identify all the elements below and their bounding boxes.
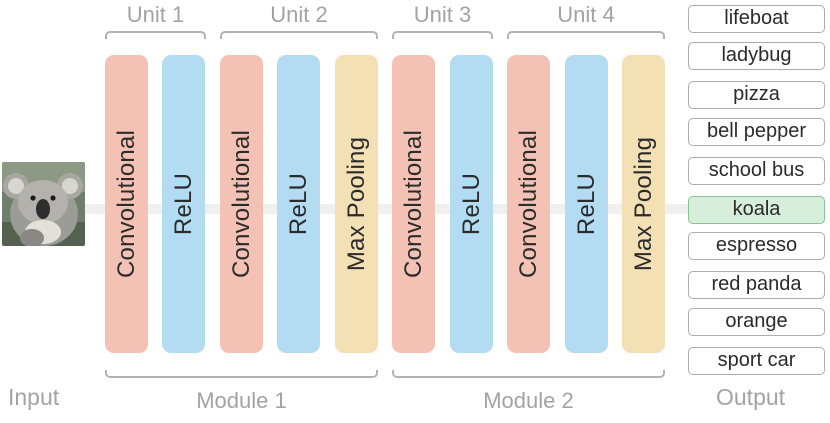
layer-label: ReLU — [457, 172, 485, 236]
koala-input-image — [2, 162, 85, 246]
unit-label: Unit 4 — [557, 2, 615, 27]
unit-label: Unit 1 — [126, 2, 185, 27]
unit-bracket — [392, 31, 493, 39]
output-class: pizza — [688, 81, 825, 109]
input-label: Input — [8, 384, 60, 410]
layer-label: Convolutional — [514, 129, 542, 279]
output-label: Output — [716, 384, 786, 410]
output-class: sport car — [688, 347, 825, 375]
output-class: bell pepper — [688, 118, 825, 146]
module-label: Module 2 — [483, 388, 574, 413]
unit-label: Unit 2 — [270, 2, 328, 27]
module-bracket — [392, 370, 665, 378]
output-class: lifeboat — [688, 5, 825, 33]
unit-bracket — [105, 31, 206, 39]
unit-bracket — [507, 31, 665, 39]
unit-bracket — [220, 31, 378, 39]
layer-label: Convolutional — [112, 129, 140, 279]
layer-column: Max Pooling — [622, 55, 665, 353]
module-bracket — [105, 370, 378, 378]
layer-column: ReLU — [450, 55, 493, 353]
output-class-highlighted: koala — [688, 196, 825, 224]
layer-label: Convolutional — [227, 129, 255, 279]
layer-label: Max Pooling — [629, 136, 657, 272]
layer-column: Convolutional — [507, 55, 550, 353]
layer-column: ReLU — [565, 55, 608, 353]
layer-column: Max Pooling — [335, 55, 378, 353]
layer-column: ReLU — [162, 55, 205, 353]
layer-column: Convolutional — [105, 55, 148, 353]
output-class: school bus — [688, 157, 825, 185]
layer-label: Max Pooling — [342, 136, 370, 272]
output-class: red panda — [688, 271, 825, 299]
data-flow-line — [80, 204, 690, 214]
layer-column: Convolutional — [220, 55, 263, 353]
output-class: orange — [688, 308, 825, 336]
layer-label: Convolutional — [399, 129, 427, 279]
layer-label: ReLU — [572, 172, 600, 236]
output-class: ladybug — [688, 42, 825, 70]
unit-label: Unit 3 — [413, 2, 472, 27]
layer-column: ReLU — [277, 55, 320, 353]
layer-label: ReLU — [169, 172, 197, 236]
layer-column: Convolutional — [392, 55, 435, 353]
module-label: Module 1 — [196, 388, 287, 413]
output-class: espresso — [688, 232, 825, 260]
layer-label: ReLU — [284, 172, 312, 236]
